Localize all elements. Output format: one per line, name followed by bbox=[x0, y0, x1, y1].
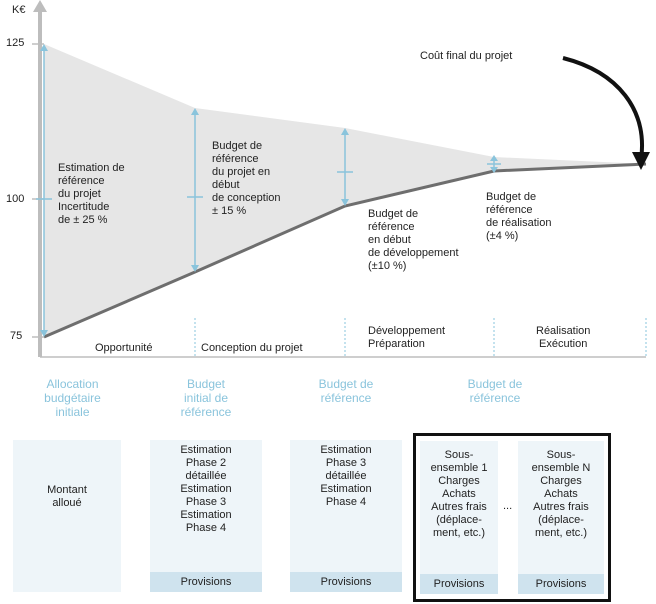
box-budget-initial: Estimation Phase 2 détaillée Estimation … bbox=[150, 440, 262, 592]
box-text: Montant alloué bbox=[47, 484, 87, 509]
range-arrow-15 bbox=[187, 108, 203, 272]
provisions-label: Provisions bbox=[290, 572, 402, 592]
y-axis-unit: K€ bbox=[12, 4, 26, 16]
funnel-diagram bbox=[32, 0, 650, 358]
box-budget-reference: Estimation Phase 3 détaillée Estimation … bbox=[290, 440, 402, 592]
budget-header-2: Budget initial de référence bbox=[180, 377, 232, 419]
phase-conception: Conception du projet bbox=[201, 342, 303, 354]
y-axis-arrowhead bbox=[33, 0, 47, 12]
box-montant-alloue: Montant alloué bbox=[13, 440, 121, 592]
range-arrow-4 bbox=[487, 155, 501, 173]
tick-label-100: 100 bbox=[6, 193, 25, 205]
box-text: Sous- ensemble 1 Charges Achats Autres f… bbox=[430, 449, 488, 539]
box-sous-ensemble-1: Sous- ensemble 1 Charges Achats Autres f… bbox=[420, 441, 498, 594]
box-text: Sous- ensemble N Charges Achats Autres f… bbox=[531, 449, 591, 539]
final-cost-arrow bbox=[562, 56, 644, 161]
phase-opportunite: Opportunité bbox=[95, 342, 153, 354]
range-arrow-25 bbox=[36, 44, 52, 337]
estimate-label-2: Budget de référence du projet en début d… bbox=[212, 140, 281, 217]
final-cost-arrowhead bbox=[632, 152, 650, 170]
box-text: Estimation Phase 2 détaillée Estimation … bbox=[180, 444, 232, 534]
provisions-label: Provisions bbox=[518, 574, 604, 594]
estimate-label-3: Budget de référence en début de développ… bbox=[368, 208, 459, 272]
provisions-label: Provisions bbox=[150, 572, 262, 592]
realisation-frame bbox=[413, 433, 611, 602]
ellipsis: ... bbox=[503, 500, 513, 512]
tick-label-125: 125 bbox=[6, 37, 25, 49]
box-text: Estimation Phase 3 détaillée Estimation … bbox=[320, 444, 372, 508]
tick-label-75: 75 bbox=[10, 330, 23, 342]
budget-header-1: Allocation budgétaire initiale bbox=[44, 377, 101, 419]
provisions-label: Provisions bbox=[420, 574, 498, 594]
range-arrow-10 bbox=[337, 128, 353, 206]
phase-developpement: Développement Préparation bbox=[368, 325, 446, 350]
phase-realisation: Réalisation Exécution bbox=[536, 325, 591, 350]
box-sous-ensemble-n: Sous- ensemble N Charges Achats Autres f… bbox=[518, 441, 604, 594]
final-cost-label: Coût final du projet bbox=[420, 50, 513, 62]
budget-header-4: Budget de référence bbox=[467, 377, 523, 405]
estimate-label-1: Estimation de référence du projet Incert… bbox=[58, 162, 125, 226]
estimate-label-4: Budget de référence de réalisation (±4 %… bbox=[486, 191, 552, 242]
budget-header-3: Budget de référence bbox=[318, 377, 374, 405]
